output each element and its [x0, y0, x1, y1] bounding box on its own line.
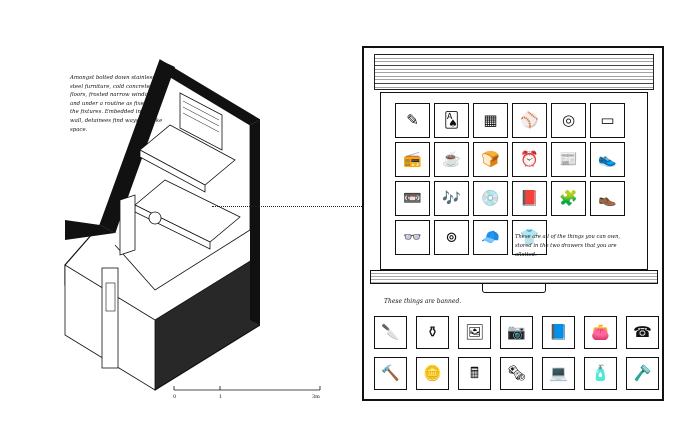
tshirt-icon: 👕 [512, 220, 547, 255]
phone-icon: ☎ [626, 316, 659, 349]
spray-can-icon: 🧴 [584, 357, 617, 390]
cards-icon: 🂡 [434, 103, 469, 138]
allowed-drawer: ✎🂡▦⚾◎▭ 📻☕🍞⏰📰👟 📼🎶💿📕🧩👞 👓⊚🧢👕 These are all of … [380, 92, 648, 270]
drawer-front [370, 270, 658, 284]
laptop-icon: 💻 [542, 357, 575, 390]
id-card-icon: ▭ [590, 103, 625, 138]
razor-icon: 🪒 [626, 357, 659, 390]
recorder-flute-icon: 🎶 [434, 181, 469, 216]
cassette-icon: 📼 [395, 181, 430, 216]
glasses-icon: 👓 [395, 220, 430, 255]
scale-tick-3m: 3m [312, 394, 320, 400]
alarm-clock-icon: ⏰ [512, 142, 547, 177]
radio-icon: 📻 [395, 142, 430, 177]
vase-icon: ⚱ [416, 316, 449, 349]
wood-shelf [374, 54, 654, 90]
ball-icon: ⚾ [512, 103, 547, 138]
scale-bar: 0 1 3m [170, 384, 330, 406]
camera-icon: 📷 [500, 316, 533, 349]
pens-icon: ✎ [395, 103, 430, 138]
knife-icon: 🔪 [374, 316, 407, 349]
cd-player-icon: 💿 [473, 181, 508, 216]
banned-items-grid: 🔪 ⚱ 🖼 📷 📘 👛 ☎ 🔨 🪙 🖩 🗞 💻 🧴 🪒 [374, 316, 659, 390]
teabag-icon: ☕ [434, 142, 469, 177]
drawer-panel: ✎🂡▦⚾◎▭ 📻☕🍞⏰📰👟 📼🎶💿📕🧩👞 👓⊚🧢👕 These are all of … [362, 46, 664, 401]
scale-tick-1: 1 [219, 394, 223, 400]
connector-line [212, 206, 372, 207]
coins-icon: 🪙 [416, 357, 449, 390]
puzzle-icon: 🧩 [551, 181, 586, 216]
allowed-items-grid: ✎🂡▦⚾◎▭ 📻☕🍞⏰📰👟 📼🎶💿📕🧩👞 👓⊚🧢👕 [395, 103, 625, 255]
shoes-icon: 👟 [590, 142, 625, 177]
hammer-icon: 🔨 [374, 357, 407, 390]
scale-tick-0: 0 [173, 394, 177, 400]
banned-label: These things are banned. [384, 298, 462, 305]
cap-icon: 🧢 [473, 220, 508, 255]
drawer-handle [482, 284, 546, 293]
cell-caption: Amongst bolted down stainless steel furn… [70, 75, 163, 133]
yoyo-icon: ◎ [551, 103, 586, 138]
bread-icon: 🍞 [473, 142, 508, 177]
board-game-icon: ▦ [473, 103, 508, 138]
picture-frame-icon: 🖼 [458, 316, 491, 349]
allowed-note: These are all of the things you can own,… [515, 234, 621, 258]
book-icon: 📕 [512, 181, 547, 216]
magazine-icon: 🗞 [500, 357, 533, 390]
cell-isometric-drawing [64, 59, 260, 391]
scale-bar-line [173, 386, 321, 391]
tape-rolls-icon: ⊚ [434, 220, 469, 255]
sneaker-icon: 👞 [590, 181, 625, 216]
passport-icon: 📘 [542, 316, 575, 349]
newspaper-icon: 📰 [551, 142, 586, 177]
calculator-icon: 🖩 [458, 357, 491, 390]
wallet-icon: 👛 [584, 316, 617, 349]
